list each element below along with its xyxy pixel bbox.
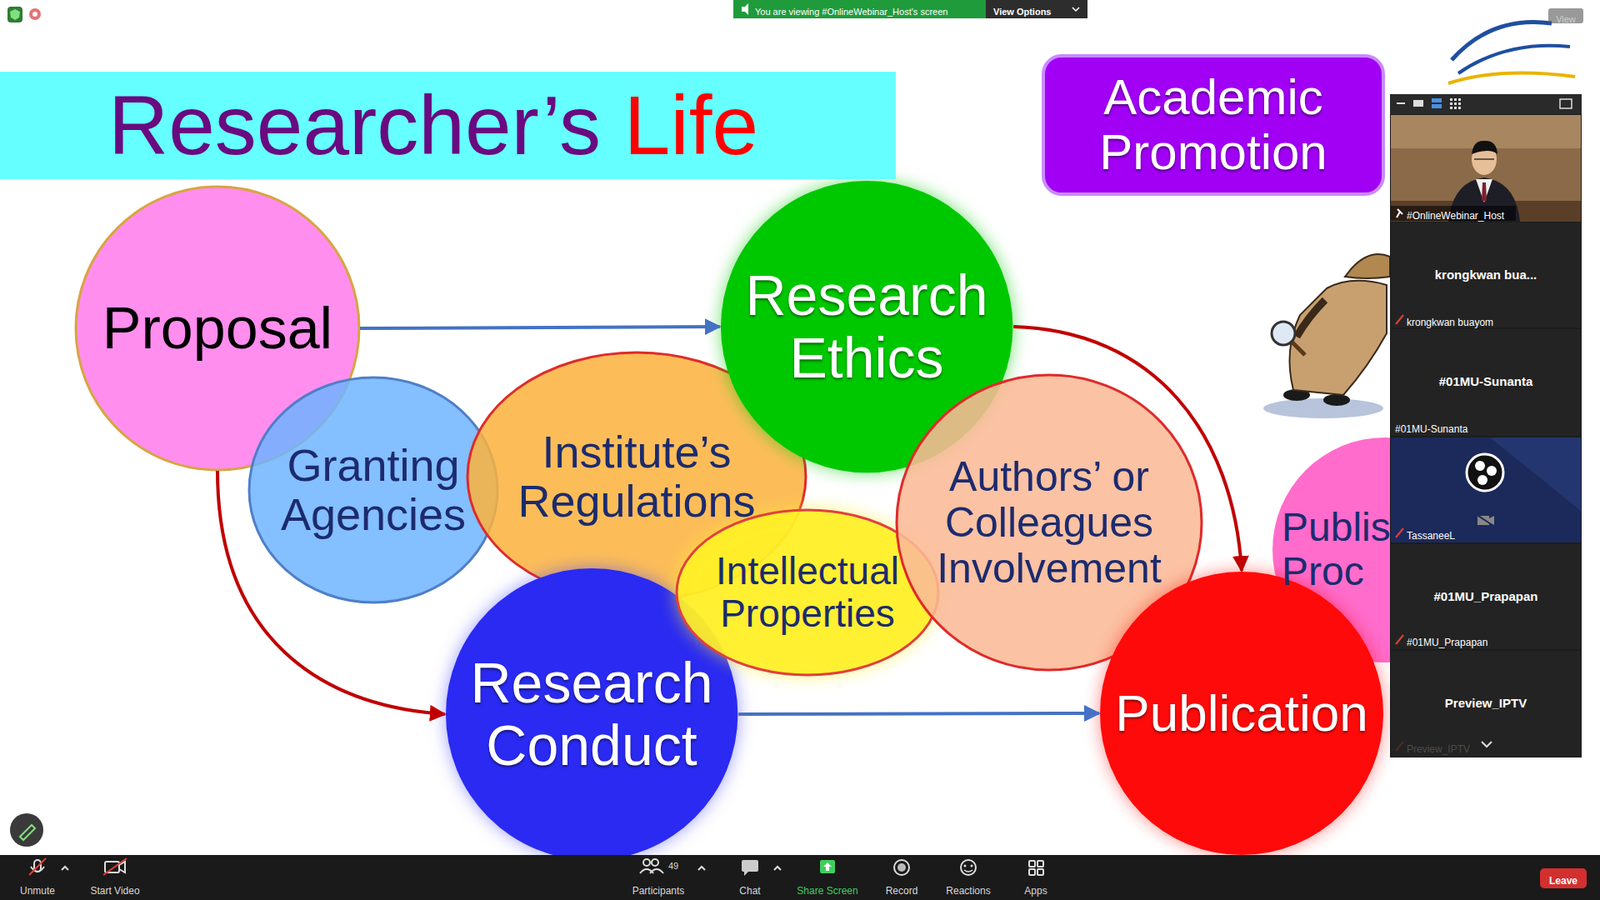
participant-tile-name-holder: krongkwan bua... (1393, 267, 1579, 283)
participant-name: #01MU_Prapapan (1406, 636, 1488, 649)
status-banner-holder: You are viewing #OnlineWebinar_Host's sc… (755, 3, 989, 19)
node-label: Granting Agencies (260, 440, 486, 540)
status-banner: You are viewing #OnlineWebinar_Host's sc… (755, 6, 948, 17)
node-label: Proposal (84, 296, 351, 361)
participant-tile-name: krongkwan bua... (1435, 267, 1538, 282)
participant-tile-name-holder: Preview_IPTV (1393, 695, 1579, 711)
circle-shape (249, 377, 498, 603)
toolbar-label: Record (885, 885, 919, 897)
participant-name: #OnlineWebinar_Host (1406, 210, 1505, 222)
logo (1448, 21, 1575, 84)
topic-circle: Research Ethics (720, 180, 1014, 474)
participant-name: krongkwan buayom (1406, 316, 1494, 329)
toolbar-label-holder: Apps (985, 882, 1086, 898)
participant-tile-name-holder: #01MU_Prapapan (1393, 589, 1579, 605)
participant-count: 49 (668, 860, 679, 871)
topic-circle: Proposal (75, 185, 360, 471)
menu-button-holder: View Options (993, 3, 1069, 19)
toolbar-label-holder: Participants (608, 882, 709, 898)
toolbar-label: Apps (1024, 885, 1047, 897)
flow-arrow (360, 326, 720, 329)
toolbar-label: Unmute (20, 885, 55, 897)
view-button-holder: View (1550, 10, 1582, 26)
detective-illustration (1263, 254, 1390, 419)
topic-circle: Intellectual Properties (675, 509, 940, 676)
toolbar-label-holder: Start Video (65, 882, 165, 898)
promotion-box: Academic Promotion (1041, 54, 1385, 196)
participant-tile-name: Preview_IPTV (1445, 695, 1527, 710)
circle-shape (676, 510, 939, 675)
node-label: Publis Proc (1281, 505, 1399, 595)
toolbar-label: Reactions (945, 885, 990, 897)
annotate-button (10, 813, 44, 847)
circle-shape (445, 568, 738, 860)
node-label: Academic Promotion (1055, 70, 1372, 180)
toolbar-label-holder: Reactions (918, 882, 1019, 898)
flow-arrow (738, 711, 1100, 716)
title-holder: Researcher’s Life (108, 71, 759, 180)
muted-icons (1395, 315, 1404, 751)
view-button: View (1555, 14, 1576, 25)
participant-tile-name: #01MU-Sunanta (1439, 374, 1534, 389)
circle-shape (1100, 571, 1384, 855)
participant-name: #01MU-Sunanta (1395, 423, 1468, 435)
obs-tile (1390, 437, 1581, 543)
participant-count-holder: 49 (668, 857, 694, 873)
toolbar-label: Participants (632, 885, 685, 897)
participant-name-holder: #OnlineWebinar_Host (1406, 207, 1574, 223)
top-bar (0, 0, 1600, 34)
toolbar-label: Chat (739, 885, 760, 897)
participant-name-holder: #01MU-Sunanta (1395, 420, 1562, 436)
node-label: Research Ethics (733, 264, 1000, 390)
topic-circle: Publication (1099, 570, 1385, 856)
box-shape (1043, 55, 1384, 195)
participant-name: TassaneeL (1406, 530, 1455, 542)
slide-title: Researcher’s Life (108, 71, 759, 180)
participant-tile-name-holder: #01MU-Sunanta (1393, 374, 1579, 390)
participant-name: Preview_IPTV (1406, 743, 1470, 755)
toolbar-label-holder: Unmute (0, 882, 88, 898)
participant-tile-name: #01MU_Prapapan (1433, 589, 1538, 604)
topic-circle: Research Conduct (445, 567, 739, 861)
menu-button: View Options (993, 6, 1051, 17)
node-label: Research Conduct (458, 651, 725, 777)
participant-name-holder: Preview_IPTV (1406, 740, 1482, 756)
node-label: Publication (1104, 685, 1380, 742)
toolbar-label: Share Screen (796, 885, 858, 897)
leave-button-holder: Leave (1540, 872, 1587, 888)
toolbar-label-holder: Record (851, 882, 952, 898)
toolbar-label-holder: Share Screen (777, 882, 878, 898)
toolbar-label-holder: Chat (700, 882, 800, 898)
node-label: Intellectual Properties (686, 550, 929, 635)
node-label: Institute’s Regulations (486, 427, 787, 527)
node-label: Authors’ or Colleagues Involvement (907, 454, 1191, 592)
topic-circle: Authors’ or Colleagues Involvement (895, 374, 1203, 671)
participant-name-holder: TassaneeL (1406, 527, 1574, 543)
participant-name-holder: krongkwan buayom (1406, 314, 1574, 330)
topic-circle: Granting Agencies (248, 376, 499, 604)
host-video (1390, 115, 1581, 222)
leave-button: Leave (1549, 875, 1578, 887)
toolbar-label: Start Video (90, 885, 140, 897)
participant-name-holder: #01MU_Prapapan (1406, 634, 1574, 650)
